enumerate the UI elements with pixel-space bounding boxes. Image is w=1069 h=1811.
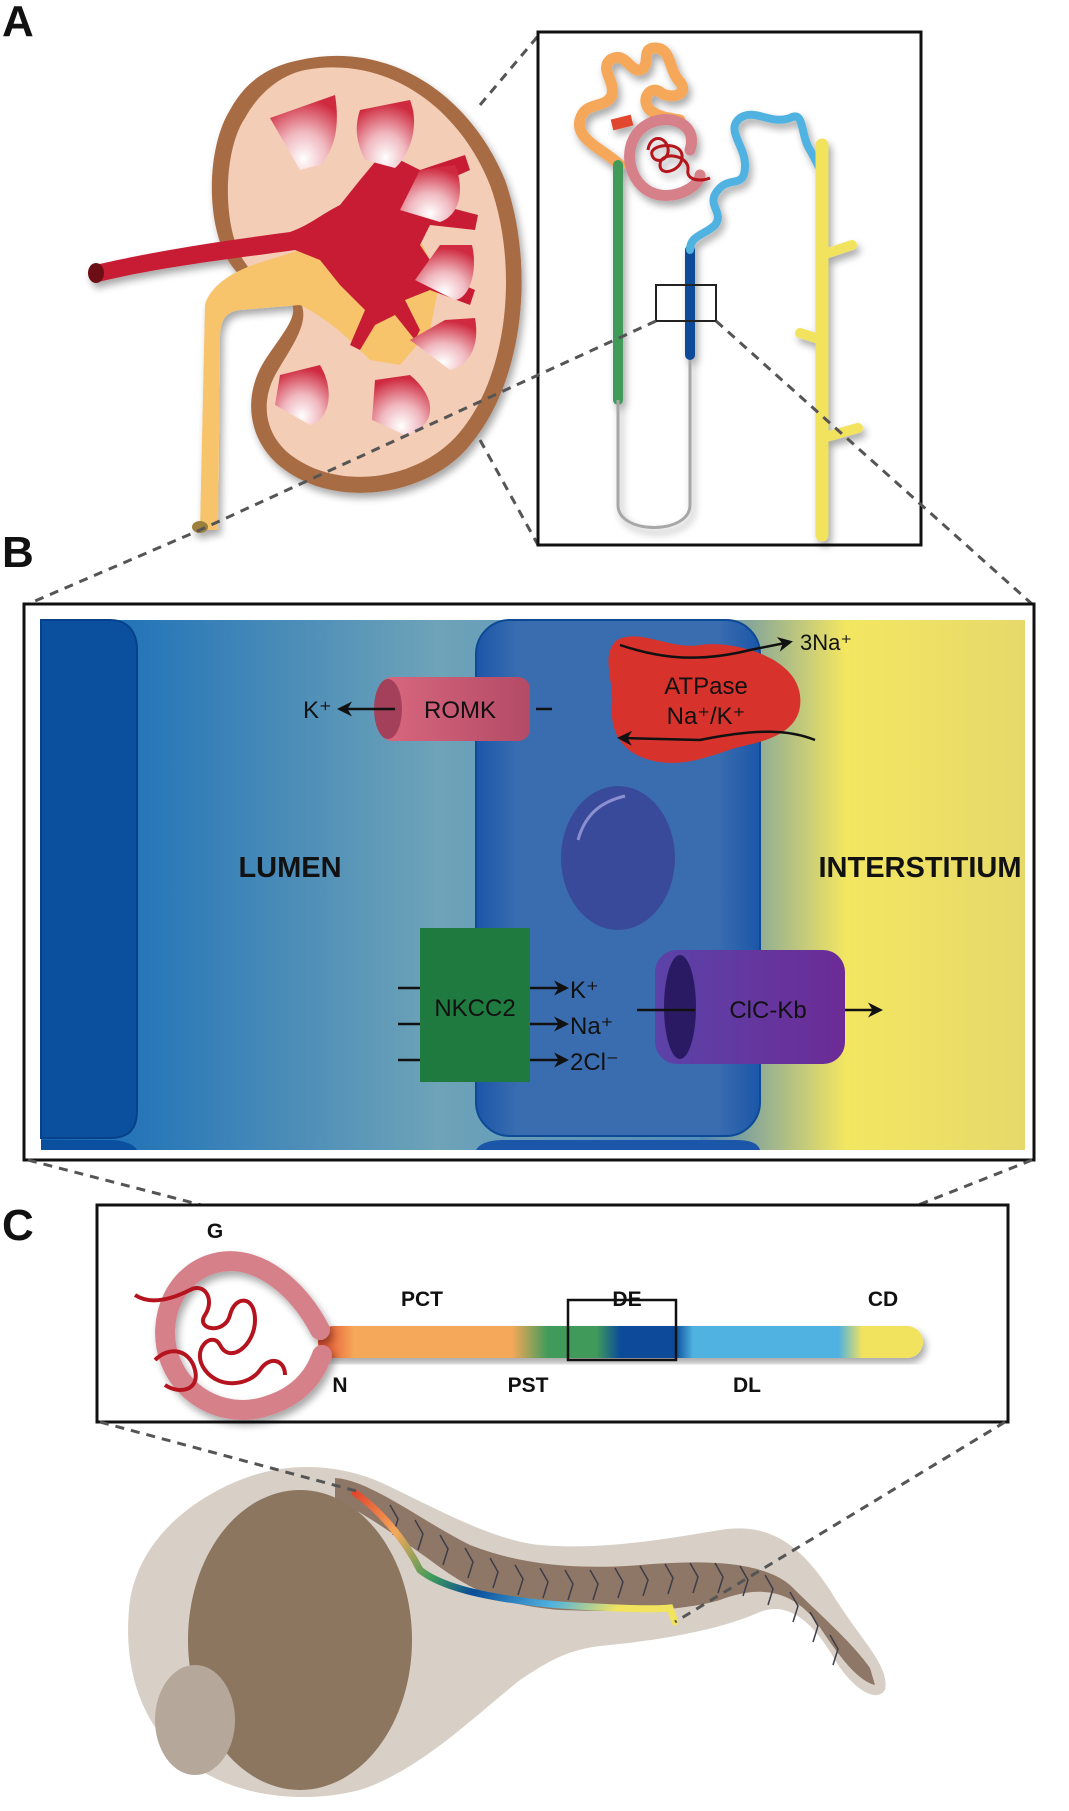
neighbor-cell-lower — [41, 1140, 137, 1150]
nucleus-highlight — [576, 794, 626, 841]
nephron-pct — [574, 42, 688, 171]
papilla — [400, 165, 460, 222]
nephron-zoom-box — [655, 284, 717, 322]
zebrafish-embryo — [128, 1467, 886, 1798]
nephron-loop — [616, 355, 692, 529]
nephron-dl — [686, 110, 827, 254]
nephron-frame — [536, 30, 923, 547]
nephron-illustration — [574, 42, 863, 542]
nephron-neck — [610, 114, 634, 131]
atpase-label-line2: Na⁺/K⁺ — [667, 703, 746, 730]
panel-letter-b: B — [2, 528, 34, 577]
nucleus — [561, 786, 675, 930]
embryo-head — [155, 1665, 235, 1775]
embryo-trunk — [335, 1478, 875, 1685]
romk-ion: K⁺ — [303, 697, 332, 724]
pronephros-frame — [95, 1203, 1010, 1424]
na-k-atpase: ATPase Na⁺/K⁺ 3Na⁺ — [608, 630, 852, 763]
nkcc2-ion-cl: 2Cl⁻ — [570, 1049, 619, 1076]
collecting-duct-branch — [817, 240, 857, 260]
zoom-line — [99, 1420, 361, 1494]
atpase-na-out-arrow — [619, 636, 793, 659]
nkcc2-ion-k: K⁺ — [570, 977, 599, 1004]
segment-label-n: N — [332, 1374, 347, 1397]
panel-letter-c: C — [2, 1201, 34, 1250]
nkcc2-cotransporter: NKCC2 K⁺ Na⁺ 2Cl⁻ — [398, 928, 619, 1082]
panel-letter-a: A — [2, 0, 34, 46]
nephron-glomerulus-capillaries — [646, 137, 711, 182]
ureter-end — [192, 521, 208, 533]
romk-channel: ROMK K⁺ — [303, 677, 552, 741]
segment-label-cd: CD — [868, 1288, 898, 1311]
zoom-line — [674, 1420, 1006, 1624]
glomerulus-capsule — [155, 1251, 332, 1420]
papilla — [356, 100, 415, 168]
de-zoom-box — [566, 1298, 678, 1362]
zoom-line — [478, 439, 540, 546]
pronephros-schematic: G N PCT PST DE DL CD — [133, 1220, 923, 1420]
papilla — [372, 375, 431, 435]
zoom-line — [27, 319, 657, 606]
segment-label-g: G — [207, 1220, 223, 1243]
clc-kb-label: ClC-Kb — [729, 997, 806, 1024]
embryo-somites — [389, 1504, 839, 1666]
atpase-label-line1: ATPase — [664, 673, 748, 700]
clc-kb-channel: ClC-Kb — [637, 950, 883, 1064]
glomerulus-capillaries — [133, 1286, 287, 1392]
cell-diagram: ROMK K⁺ ATPase Na⁺/K⁺ 3Na⁺ NKCC2 K⁺ Na⁺ — [40, 619, 1025, 1150]
nephron-bowman-capsule — [624, 114, 706, 201]
papilla — [410, 318, 477, 370]
tubular-cell-lower — [476, 1140, 760, 1150]
zoom-line — [714, 319, 1034, 606]
pronephros-tubule — [318, 1326, 923, 1358]
atpase-na-out-label: 3Na⁺ — [800, 630, 852, 655]
zoom-line — [478, 35, 540, 106]
neighbor-cell — [40, 619, 138, 1139]
embryo-pronephros — [351, 1489, 679, 1626]
kidney-illustration — [88, 55, 522, 533]
renal-artery — [95, 120, 478, 350]
segment-label-de: DE — [612, 1288, 641, 1311]
nkcc2-ion-na: Na⁺ — [570, 1013, 613, 1040]
segment-label-dl: DL — [733, 1374, 761, 1397]
renal-artery-end — [88, 263, 104, 283]
interstitium-label: INTERSTITIUM — [819, 852, 1022, 884]
embryo-yolk — [188, 1490, 412, 1790]
papilla — [415, 245, 475, 300]
segment-label-pct: PCT — [401, 1288, 443, 1311]
nkcc2-label: NKCC2 — [434, 995, 515, 1022]
atpase-k-in-arrow — [617, 730, 816, 746]
papilla — [275, 365, 329, 425]
romk-label: ROMK — [424, 697, 496, 724]
papilla — [270, 95, 337, 170]
lumen-label: LUMEN — [238, 852, 341, 884]
segment-label-pst: PST — [508, 1374, 549, 1397]
collecting-duct-branch — [795, 328, 827, 345]
